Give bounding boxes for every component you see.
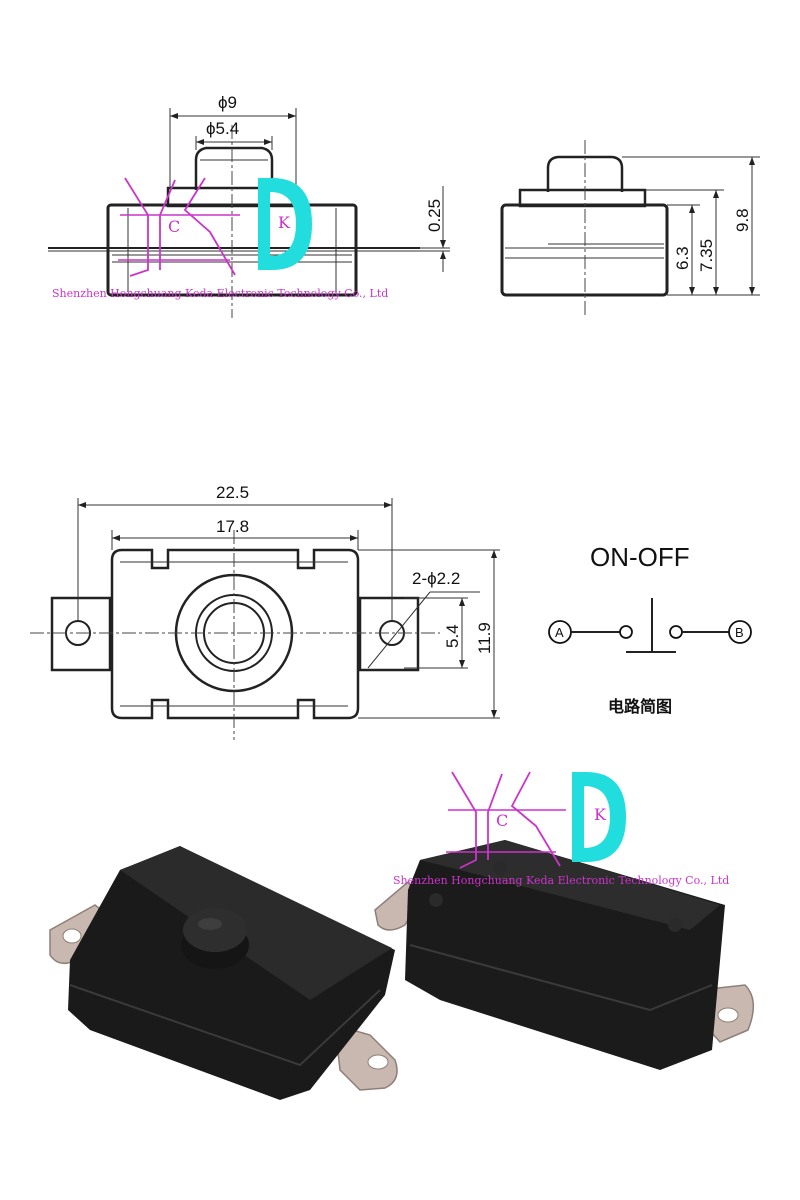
terminal-b-label: B (735, 625, 744, 640)
logo-letter-k: K (278, 213, 291, 232)
switch-right-photo (374, 840, 754, 1070)
dim-body-width: 11.9 (475, 622, 494, 654)
dim-inner-cap: ϕ5.4 (206, 119, 239, 138)
dim-body-length: 17.8 (216, 517, 249, 536)
dim-outer-cap: ϕ9 (218, 93, 237, 112)
circuit-caption: 电路简图 (608, 697, 672, 716)
terminal-a-label: A (555, 625, 564, 640)
dim-total-height: 9.8 (733, 208, 752, 232)
terminal-b-circle (728, 620, 752, 644)
watermark-logo-bottom: C K (446, 771, 626, 869)
front-view-drawing (48, 108, 450, 318)
side-view-drawing (500, 140, 760, 318)
dim-terminal-thickness: 0.25 (425, 199, 444, 232)
logo-letter-c: C (168, 217, 180, 236)
logo-letter-k-bottom: K (594, 805, 607, 824)
watermark-company-bottom: Shenzhen Hongchuang Keda Electronic Tech… (393, 874, 729, 887)
top-view-drawing (30, 498, 500, 740)
dim-cap-height: 7.35 (697, 239, 716, 272)
circuit-diagram (548, 598, 752, 653)
dim-hole-spacing: 5.4 (443, 624, 462, 648)
dim-total-length: 22.5 (216, 483, 249, 502)
logo-letter-c-bottom: C (496, 811, 508, 830)
dim-hole: 2-ϕ2.2 (412, 569, 460, 588)
dim-body-height: 6.3 (673, 246, 692, 270)
watermark-logo-top: C K (118, 177, 312, 277)
circuit-title: ON-OFF (590, 542, 690, 572)
watermark-company-top: Shenzhen Hongchuang Keda Electronic Tech… (52, 287, 388, 300)
product-photo (49, 840, 754, 1100)
contact-right (669, 625, 683, 639)
switch-left-photo (49, 846, 398, 1100)
contact-left (619, 625, 633, 639)
